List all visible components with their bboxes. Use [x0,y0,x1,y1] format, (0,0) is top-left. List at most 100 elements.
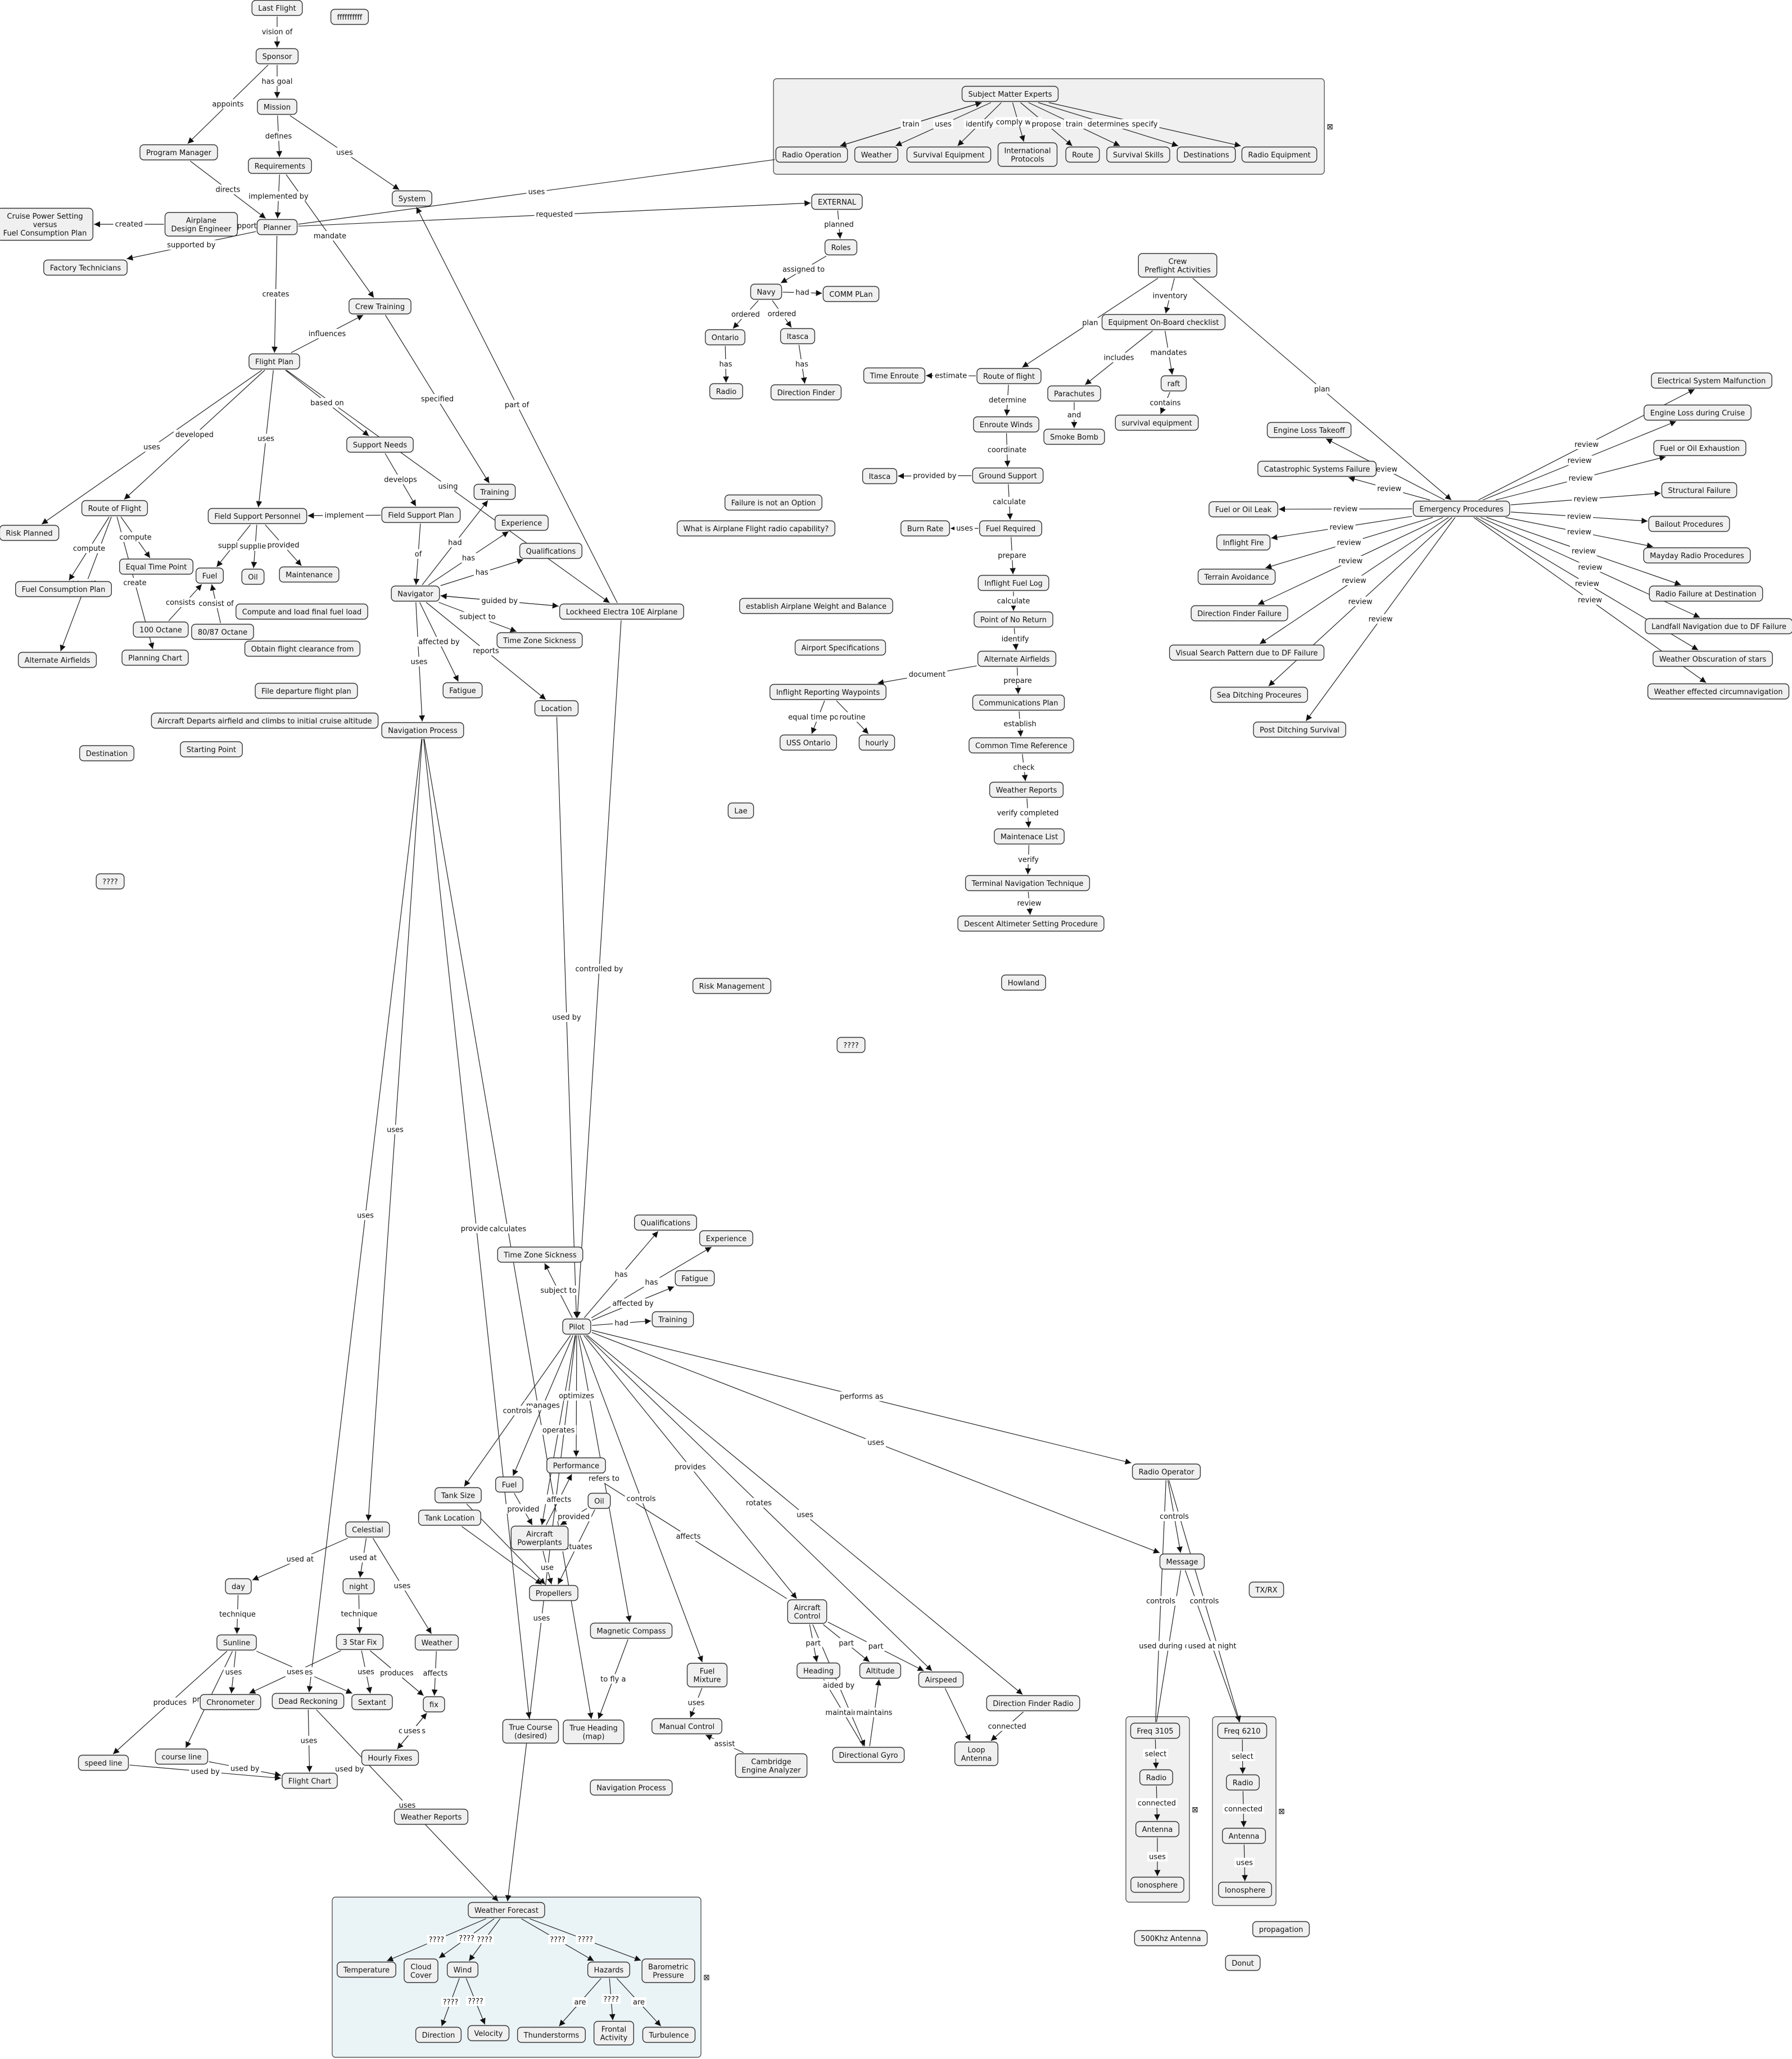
node-message[interactable]: Message [1159,1553,1205,1570]
node-inflightfire[interactable]: Inflight Fire [1216,534,1271,551]
node-radiofaildest[interactable]: Radio Failure at Destination [1649,585,1763,602]
node-radioop1[interactable]: Radio Operation [775,146,848,163]
node-route2[interactable]: Route [1065,146,1100,163]
node-riskplanned[interactable]: Risk Planned [0,524,60,541]
node-heading[interactable]: Heading [797,1662,840,1679]
node-establishweight[interactable]: establish Airplane Weight and Balance [739,598,893,614]
node-fatigue1[interactable]: Fatigue [442,682,483,699]
node-pilot[interactable]: Pilot [562,1318,591,1335]
node-planner[interactable]: Planner [256,219,298,236]
node-location[interactable]: Location [534,700,579,717]
node-progmgr[interactable]: Program Manager [139,144,218,161]
node-riskmgmt[interactable]: Risk Management [692,978,772,994]
node-crewtraining[interactable]: Crew Training [349,298,411,315]
node-planchart[interactable]: Planning Chart [121,649,189,666]
node-descentalt[interactable]: Descent Altimeter Setting Procedure [957,915,1105,932]
node-navigator[interactable]: Navigator [391,585,440,602]
node-donut[interactable]: Donut [1225,1954,1261,1971]
collapse-toggle-icon[interactable]: ⊠ [1327,123,1333,132]
node-dffail[interactable]: Direction Finder Failure [1191,605,1288,622]
node-obtainclear[interactable]: Obtain flight clearance from [244,640,361,657]
node-tankloc[interactable]: Tank Location [418,1509,482,1526]
node-howland[interactable]: Howland [1001,974,1046,991]
node-external[interactable]: EXTERNAL [811,193,863,210]
node-ant3105[interactable]: Antenna [1135,1821,1180,1838]
node-dfradio[interactable]: Direction Finder Radio [986,1695,1080,1712]
node-freq6210[interactable]: Freq 6210 [1217,1722,1268,1739]
node-fieldsupportpers[interactable]: Field Support Personnel [207,508,307,524]
node-tanksize[interactable]: Tank Size [435,1487,482,1504]
node-oil1[interactable]: Oil [241,568,265,585]
node-ant6210[interactable]: Antenna [1221,1827,1266,1844]
node-q2[interactable]: ???? [836,1037,866,1053]
node-commsplan[interactable]: Communications Plan [972,694,1065,711]
node-radio3105[interactable]: Radio [1139,1769,1173,1786]
node-navproc1[interactable]: Navigation Process [381,722,464,739]
node-maintlist[interactable]: Maintenace List [994,828,1065,845]
node-hourlyfixes[interactable]: Hourly Fixes [361,1749,419,1766]
node-postditch[interactable]: Post Ditching Survival [1253,721,1346,738]
node-velocity[interactable]: Velocity [467,2025,510,2042]
node-tzs2[interactable]: Time Zone Sickness [497,1246,583,1263]
node-lockheed[interactable]: Lockheed Electra 10E Airplane [559,603,684,620]
node-mission[interactable]: Mission [257,98,297,115]
node-weather1[interactable]: Weather [854,146,899,163]
node-hazards[interactable]: Hazards [587,1961,631,1978]
node-radio1[interactable]: Radio [709,383,743,400]
node-star3[interactable]: 3 Star Fix [336,1633,384,1650]
node-destination[interactable]: Destination [79,745,134,762]
collapse-toggle-icon[interactable]: ⊠ [1278,1807,1285,1816]
node-celestial[interactable]: Celestial [345,1521,390,1538]
node-altitude[interactable]: Altitude [859,1662,902,1679]
node-engineloss[interactable]: Engine Loss Takeoff [1266,422,1352,438]
node-raft[interactable]: raft [1160,375,1187,392]
node-lae[interactable]: Lae [727,802,754,819]
node-ontario[interactable]: Ontario [705,329,745,346]
node-navproc2[interactable]: Navigation Process [590,1779,673,1796]
node-flightplan[interactable]: Flight Plan [248,353,300,370]
node-hourly[interactable]: hourly [858,734,895,751]
node-smokebomb[interactable]: Smoke Bomb [1043,428,1105,445]
node-fffff[interactable]: ffffffffff [330,8,369,25]
node-itasca2[interactable]: Itasca [862,468,898,485]
node-qual2[interactable]: Qualifications [633,1214,698,1231]
node-system[interactable]: System [392,190,432,207]
node-itasca1[interactable]: Itasca [780,328,816,345]
node-oil2[interactable]: Oil [587,1492,611,1509]
node-night[interactable]: night [342,1578,375,1595]
node-maintenance[interactable]: Maintenance [279,566,340,583]
node-survequip[interactable]: Survival Equipment [906,146,992,163]
node-fatigue2[interactable]: Fatigue [675,1270,715,1287]
node-computeload[interactable]: Compute and load final fuel load [236,603,368,620]
node-q1[interactable]: ???? [96,873,125,890]
node-radioop2[interactable]: Radio Operator [1132,1463,1201,1480]
node-structfail[interactable]: Structural Failure [1661,482,1737,499]
node-supportneeds[interactable]: Support Needs [346,436,414,453]
node-dirgyro[interactable]: Directional Gyro [832,1746,905,1763]
node-requirements[interactable]: Requirements [248,157,312,174]
node-survskills[interactable]: Survival Skills [1106,146,1170,163]
node-speedline[interactable]: speed line [78,1754,129,1771]
node-weatherreports1[interactable]: Weather Reports [989,781,1064,798]
node-seaditch[interactable]: Sea Ditching Proceures [1210,686,1308,703]
node-thunder[interactable]: Thunderstorms [517,2026,586,2043]
node-fuelconsplan[interactable]: Fuel Consumption Plan [15,581,112,598]
node-whatradio[interactable]: What is Airplane Flight radio capability… [676,520,836,537]
node-weatherobsc[interactable]: Weather Obscuration of stars [1653,650,1773,667]
node-courseline[interactable]: course line [155,1748,209,1765]
node-oct8087[interactable]: 80/87 Octane [191,623,254,640]
node-sponsor[interactable]: Sponsor [255,48,299,65]
node-fix[interactable]: fix [423,1696,445,1713]
node-radioequip[interactable]: Radio Equipment [1241,146,1318,163]
node-wind[interactable]: Wind [446,1961,479,1978]
node-mayday[interactable]: Mayday Radio Procedures [1643,547,1751,564]
node-fueloilexh[interactable]: Fuel or Oil Exhaustion [1653,440,1746,456]
node-fuelreq[interactable]: Fuel Required [979,520,1043,537]
node-altairfields2[interactable]: Alternate Airfields [977,650,1057,667]
node-filedep[interactable]: File departure flight plan [255,682,358,699]
